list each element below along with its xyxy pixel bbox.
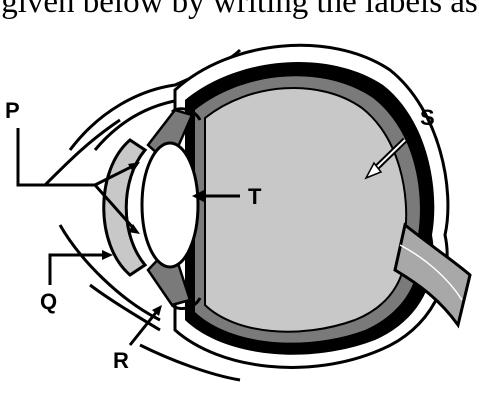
label-r: R	[113, 350, 129, 372]
lower-lash	[90, 285, 160, 330]
label-p: P	[5, 100, 20, 122]
pointer-q	[50, 255, 95, 285]
label-q: Q	[40, 291, 57, 313]
vitreous-body	[205, 88, 406, 332]
label-t: T	[248, 186, 261, 208]
label-s: S	[420, 107, 435, 129]
lens	[142, 143, 198, 267]
pointer-p	[18, 128, 95, 185]
